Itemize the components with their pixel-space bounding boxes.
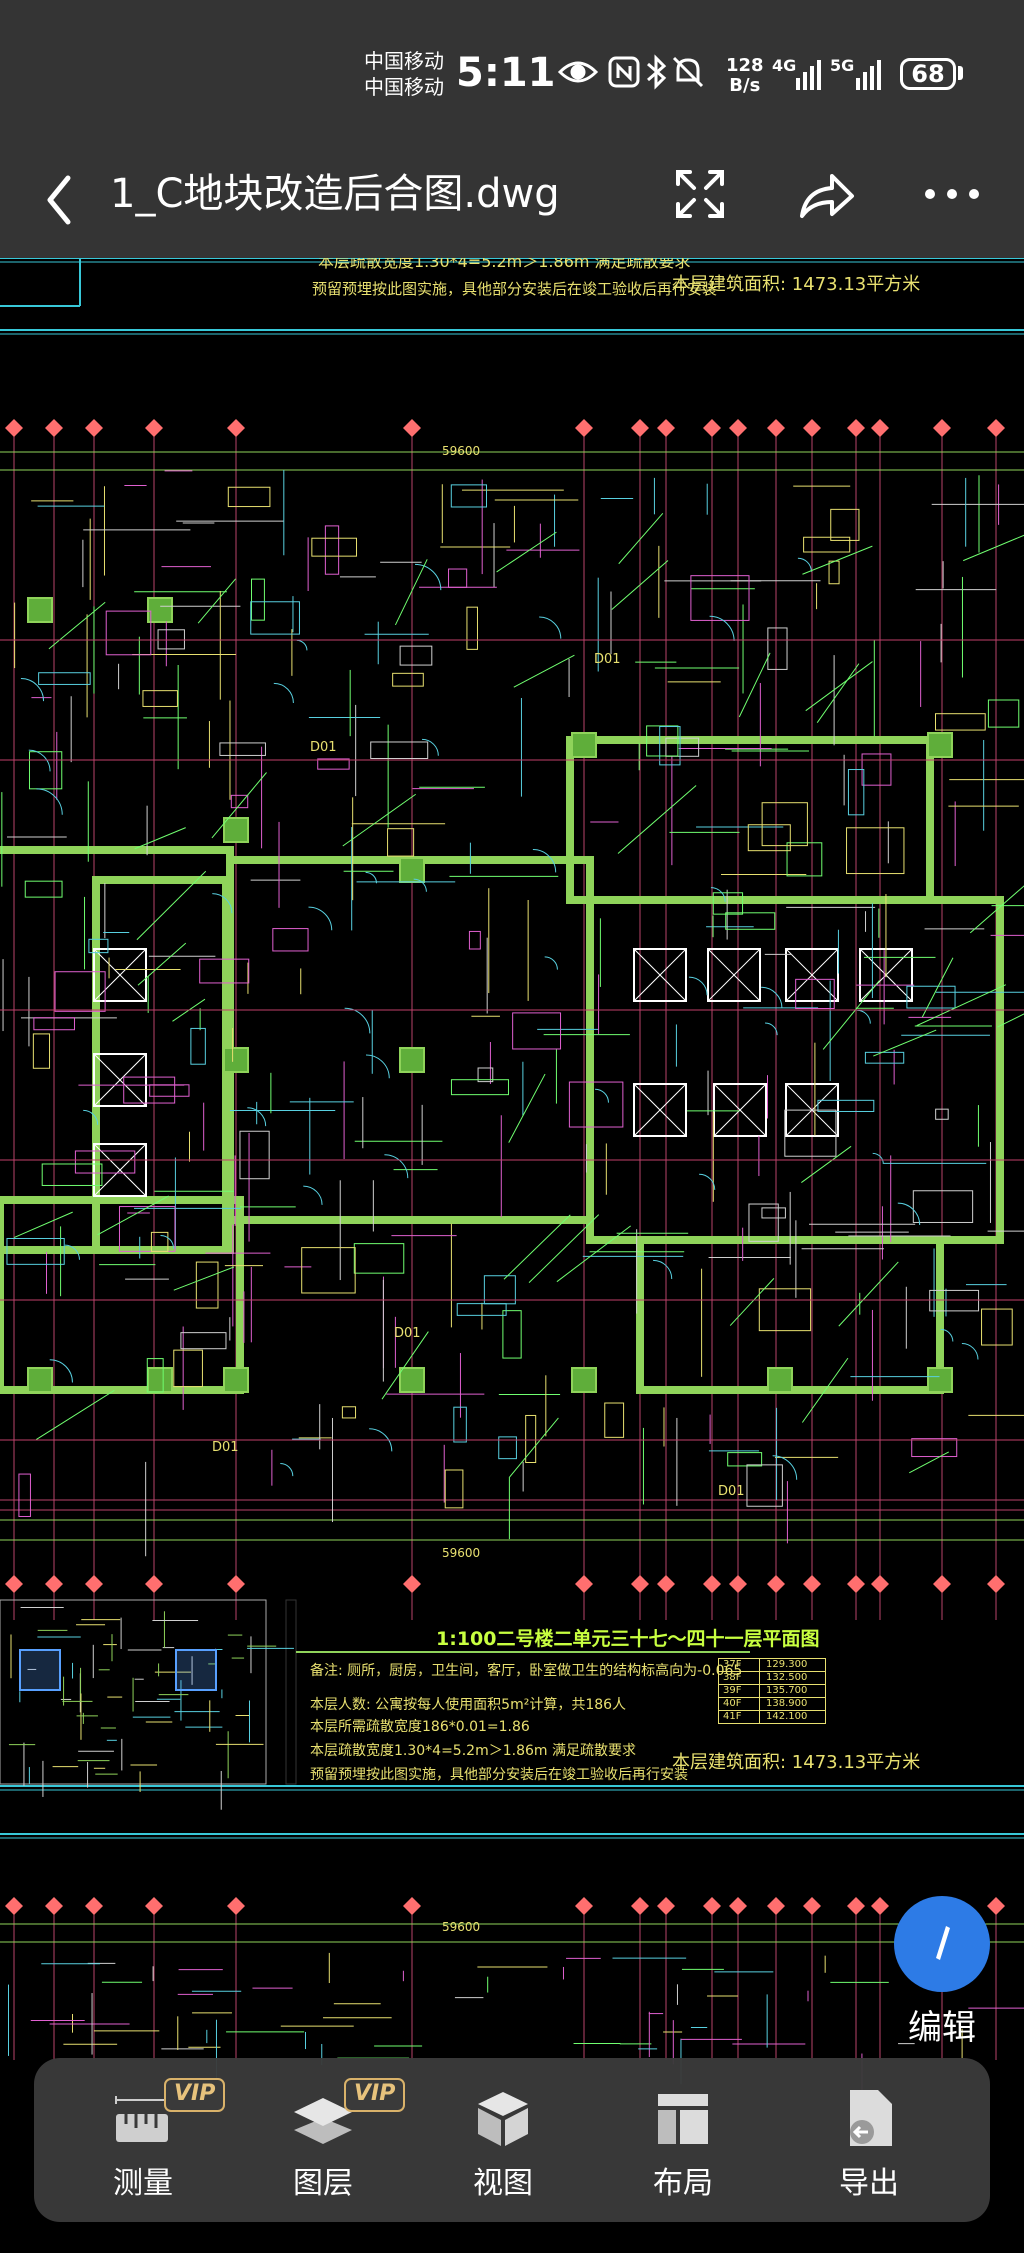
level-table-row: 38F 132.500 (719, 1671, 825, 1684)
note-3: 本层所需疏散宽度186*0.01=1.86 (310, 1719, 530, 1735)
layers-tool-button[interactable]: VIP 图层 (248, 2058, 406, 2222)
more-icon[interactable] (922, 182, 982, 206)
level-table-row: 39F 135.700 (719, 1684, 825, 1697)
dim-bottom: 59600 (442, 1546, 481, 1560)
net-speed: 128 B/s (726, 56, 764, 96)
net-speed-unit: B/s (729, 75, 761, 96)
level-elevation: 142.100 (766, 1711, 808, 1722)
vip-badge: VIP (344, 2078, 406, 2112)
edit-label: 编辑 (908, 2008, 976, 2048)
level-table: 37F 129.300 38F 132.500 39F 135.700 40F 138.900… (718, 1658, 826, 1724)
file-title: 1_C地块改造后合图.dwg (110, 171, 560, 217)
signal-4g-icon (796, 60, 821, 90)
mute-bell-icon (672, 56, 704, 88)
carrier-1: 中国移动 (364, 49, 444, 73)
plan-title: 1:100二号楼二单元三十七～四十一层平面图 (436, 1628, 820, 1650)
pen-icon (936, 1926, 950, 1960)
net-4g-label: 4G (772, 56, 797, 75)
net-speed-value: 128 (726, 55, 764, 76)
nfc-icon (608, 56, 640, 88)
level-elevation: 132.500 (766, 1672, 808, 1683)
carrier-labels: 中国移动 中国移动 (364, 48, 444, 100)
layers-label: 图层 (293, 2166, 353, 2201)
view-label: 视图 (473, 2166, 533, 2201)
bottom-toolbar: VIP 测量 VIP 图层 视图 布局 导出 (34, 2058, 990, 2222)
back-arrow-icon[interactable] (40, 170, 80, 230)
layout-tool-button[interactable]: 布局 (608, 2058, 758, 2222)
top-area: 本层建筑面积: 1473.13平方米 (672, 274, 921, 295)
signal-5g-icon (856, 60, 881, 90)
eye-icon (557, 61, 599, 83)
dim-lower: 59600 (442, 1920, 481, 1934)
level-elevation: 138.900 (766, 1698, 808, 1709)
export-icon (850, 2090, 892, 2146)
level-floor: 37F (719, 1659, 760, 1671)
view-tool-button[interactable]: 视图 (428, 2058, 578, 2222)
cube-icon (478, 2092, 528, 2146)
layers-icon (294, 2098, 352, 2144)
status-icons (557, 54, 704, 90)
level-floor: 40F (719, 1698, 760, 1710)
area: 本层建筑面积: 1473.13平方米 (672, 1752, 921, 1773)
level-floor: 38F (719, 1672, 760, 1684)
measure-label: 测量 (113, 2166, 173, 2201)
measure-tool-button[interactable]: VIP 测量 (68, 2058, 226, 2222)
door-tag: D01 (718, 1484, 745, 1499)
battery-icon: 68 (900, 58, 956, 90)
bluetooth-icon (647, 54, 667, 90)
level-floor: 39F (719, 1685, 760, 1697)
edit-button[interactable] (894, 1896, 990, 1992)
carrier-2: 中国移动 (364, 75, 444, 99)
net-5g-label: 5G (830, 56, 855, 75)
note-4: 本层疏散宽度1.30*4=5.2m＞1.86m 满足疏散要求 (310, 1743, 636, 1759)
door-tag: D01 (212, 1440, 239, 1455)
app-bar (0, 150, 1024, 258)
level-floor: 41F (719, 1711, 760, 1723)
export-label: 导出 (839, 2166, 899, 2201)
layout-icon (658, 2094, 708, 2144)
fullscreen-icon[interactable] (672, 166, 728, 222)
status-bar: 中国移动 中国移动 5:11 128 B/s 4G 5G 68 (0, 0, 1024, 150)
note-1: 备注: 厕所，厨房，卫生间，客厅，卧室做卫生的结构标高向为-0.065 (310, 1663, 743, 1679)
note-2: 本层人数: 公寓按每人使用面积5m²计算，共186人 (310, 1697, 627, 1713)
share-icon[interactable] (796, 168, 856, 224)
battery-tip (958, 66, 963, 80)
vip-badge: VIP (164, 2078, 226, 2112)
dim-top: 59600 (442, 444, 481, 458)
note-5: 预留预埋按此图实施，具他部分安装后在竣工验收后再行安装 (310, 1767, 688, 1783)
clock: 5:11 (456, 50, 556, 96)
layout-label: 布局 (653, 2166, 713, 2201)
level-table-row: 37F 129.300 (719, 1659, 825, 1671)
top-note-2: 预留预埋按此图实施，具他部分安装后在竣工验收后再行安装 (312, 280, 718, 298)
door-tag: D01 (594, 652, 621, 667)
level-elevation: 135.700 (766, 1685, 808, 1696)
ruler-icon (115, 2096, 173, 2142)
level-elevation: 129.300 (766, 1659, 808, 1670)
door-tag: D01 (394, 1326, 421, 1341)
level-table-row: 40F 138.900 (719, 1697, 825, 1710)
level-table-row: 41F 142.100 (719, 1710, 825, 1723)
door-tag: D01 (310, 740, 337, 755)
export-tool-button[interactable]: 导出 (794, 2058, 944, 2222)
